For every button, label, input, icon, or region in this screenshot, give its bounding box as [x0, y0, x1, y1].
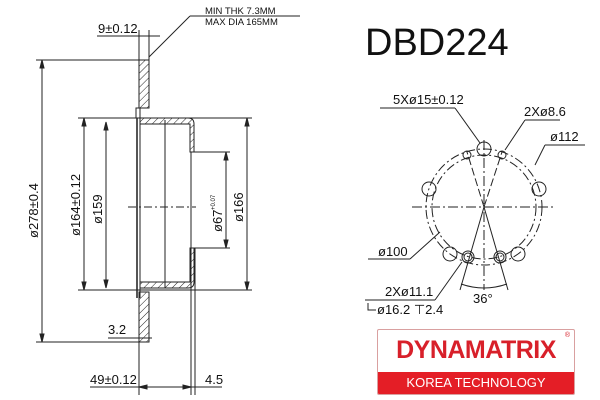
max-diameter-note: MAX DIA 165MM: [205, 17, 278, 28]
brand-name: DYNAMATRIX: [396, 336, 556, 364]
height-label: 49±0.12: [90, 372, 137, 387]
side-section-view: [36, 59, 252, 395]
threaded-holes-label: 2Xø11.1: [385, 284, 433, 299]
side-dimension-lines: [39, 15, 300, 395]
pcd-outer-label: ø112: [550, 129, 579, 144]
center-bore-label: ø67: [210, 210, 225, 232]
min-thickness-note: MIN THK 7.3MM: [205, 6, 276, 17]
small-holes-label: 2Xø8.6: [524, 104, 566, 119]
counterbore-label: ø16.2 ⊤2.4: [377, 302, 443, 317]
inner-drum-diameter-label: ø159: [90, 194, 105, 224]
hat-thickness-label: 4.5: [205, 372, 223, 387]
disc-thickness-label: 9±0.12: [98, 21, 138, 36]
registered-mark: ®: [564, 332, 570, 339]
bolt-holes-label: 5Xø15±0.12: [393, 92, 464, 107]
drum-diameter-label: ø164±0.12: [68, 174, 83, 236]
front-view: [365, 107, 585, 311]
hat-diameter-label: ø166: [231, 192, 246, 222]
bolt-holes: [421, 141, 547, 262]
outer-diameter-label: ø278±0.4: [26, 183, 41, 238]
wall-thickness-label: 3.2: [108, 322, 126, 337]
part-number-title: DBD224: [365, 22, 509, 64]
side-dimension-labels: 9±0.12 MIN THK 7.3MM MAX DIA 165MM ø278±…: [26, 6, 278, 387]
center-bore-upper-tol: +0.07: [211, 194, 217, 210]
brand-logo: DYNAMATRIX ® KOREA TECHNOLOGY: [377, 329, 575, 395]
angle-label: 36°: [473, 291, 493, 306]
pcd-inner-label: ø100: [378, 244, 408, 259]
front-dimension-labels: 5Xø15±0.12 2Xø8.6 ø112 ø100 2Xø11.1 ø16.…: [377, 92, 579, 317]
brand-tagline: KOREA TECHNOLOGY: [378, 372, 574, 394]
